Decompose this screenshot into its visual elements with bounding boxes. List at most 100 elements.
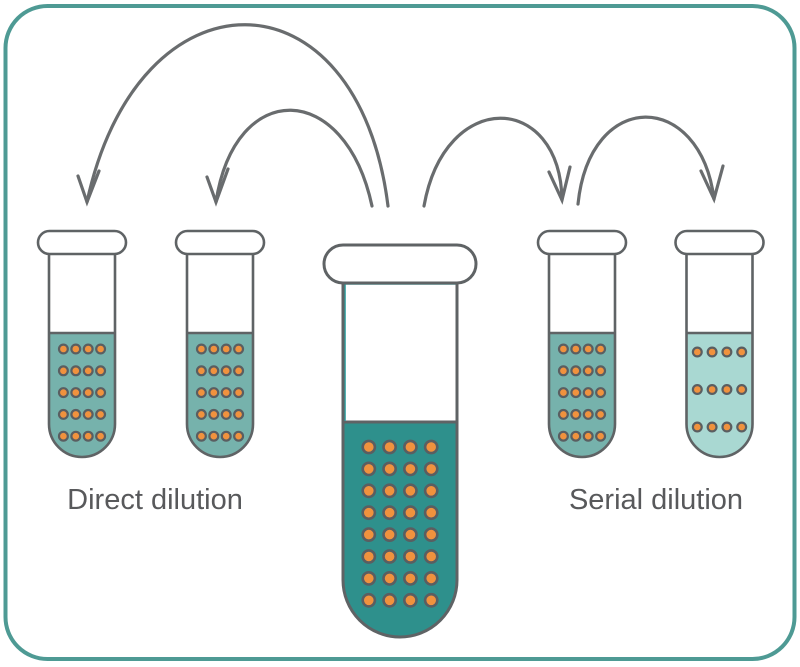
sample-dot — [402, 592, 418, 608]
sample-dot — [57, 408, 69, 420]
sample-dot — [595, 387, 607, 399]
tube-cap — [322, 243, 478, 285]
tube-cap — [536, 229, 628, 256]
arrow-stock-to-direct-2-curve — [214, 108, 374, 208]
sample-dot — [595, 343, 607, 355]
sample-dot — [82, 365, 94, 377]
sample-dot — [557, 430, 569, 442]
sample-dot — [402, 461, 418, 477]
sample-dot — [82, 387, 94, 399]
sample-dot — [233, 343, 245, 355]
arrow-serial-1-to-serial-2-head-icon — [699, 164, 725, 204]
direct-tube-2 — [174, 229, 266, 459]
tube-outline — [547, 252, 617, 459]
sample-dot — [233, 408, 245, 420]
sample-dot — [361, 483, 377, 499]
arrow-serial-1-to-serial-2-curve — [576, 115, 716, 206]
sample-dot — [361, 592, 377, 608]
sample-dot — [402, 527, 418, 542]
tube-outline — [47, 252, 117, 459]
sample-dot — [208, 430, 220, 442]
sample-dot — [82, 408, 94, 420]
sample-dot — [570, 430, 582, 442]
sample-dot — [423, 483, 439, 499]
arrow-stock-to-serial-1-head-icon — [547, 165, 572, 205]
tube-liquid — [686, 333, 753, 457]
sample-dot — [70, 387, 82, 399]
arrow-stock-to-direct-1-curve — [85, 23, 390, 208]
sample-dot — [70, 343, 82, 355]
sample-dot — [582, 430, 594, 442]
sample-dot — [691, 384, 703, 396]
sample-dot — [736, 384, 748, 396]
serial-tube-1 — [536, 229, 628, 459]
sample-dot — [382, 461, 397, 477]
tube-cap — [36, 229, 128, 256]
sample-dot — [233, 365, 245, 377]
sample-dot — [736, 346, 748, 358]
sample-dot — [736, 421, 748, 433]
arrow-stock-to-serial-1 — [422, 116, 572, 208]
sample-dot — [706, 421, 718, 433]
sample-dot — [361, 571, 377, 586]
sample-dot — [423, 505, 439, 521]
arrow-stock-to-direct-2 — [205, 108, 374, 208]
sample-dot — [361, 527, 377, 542]
sample-dot — [382, 505, 397, 521]
sample-dot — [721, 421, 733, 433]
sample-dot — [382, 527, 397, 542]
sample-dot — [95, 365, 107, 377]
sample-dot — [361, 439, 377, 455]
sample-dot — [691, 346, 703, 358]
tube-outline — [341, 282, 459, 639]
sample-dot — [557, 408, 569, 420]
sample-dot — [208, 387, 220, 399]
sample-dot — [582, 408, 594, 420]
sample-dot — [423, 461, 439, 477]
sample-dot — [70, 408, 82, 420]
sample-dot — [220, 430, 232, 442]
sample-dot — [570, 387, 582, 399]
sample-dot — [691, 421, 703, 433]
sample-dot — [57, 365, 69, 377]
sample-dot — [402, 549, 418, 564]
direct-dilution-label: Direct dilution — [67, 484, 243, 516]
sample-dot — [382, 592, 397, 608]
sample-dot — [70, 365, 82, 377]
serial-dilution-label: Serial dilution — [569, 484, 743, 516]
sample-dot — [70, 430, 82, 442]
sample-dot — [423, 527, 439, 542]
sample-dot — [721, 384, 733, 396]
sample-dot — [57, 430, 69, 442]
frame-border — [3, 4, 797, 661]
sample-dot — [208, 365, 220, 377]
arrow-serial-1-to-serial-2 — [576, 115, 725, 206]
tube-liquid — [187, 333, 253, 457]
sample-dot — [361, 505, 377, 521]
sample-dot — [95, 408, 107, 420]
sample-dot — [82, 430, 94, 442]
sample-dot — [582, 365, 594, 377]
sample-dot — [382, 549, 397, 564]
sample-dot — [195, 387, 207, 399]
sample-dot — [208, 343, 220, 355]
sample-dot — [402, 571, 418, 586]
tube-cap — [174, 229, 266, 256]
arrow-stock-to-serial-1-curve — [422, 116, 564, 208]
sample-dot — [423, 571, 439, 586]
tube-liquid — [549, 333, 615, 457]
sample-dot — [595, 430, 607, 442]
transfer-arrows — [76, 23, 725, 208]
sample-dot — [557, 365, 569, 377]
test-tubes — [36, 229, 765, 639]
tube-liquid — [49, 333, 115, 457]
tube-outline — [685, 252, 754, 459]
sample-dot — [582, 343, 594, 355]
sample-dot — [595, 365, 607, 377]
sample-dot — [423, 439, 439, 455]
sample-dot — [382, 571, 397, 586]
sample-dot — [220, 408, 232, 420]
sample-dot — [57, 343, 69, 355]
arrow-stock-to-direct-1-head-icon — [76, 169, 101, 207]
